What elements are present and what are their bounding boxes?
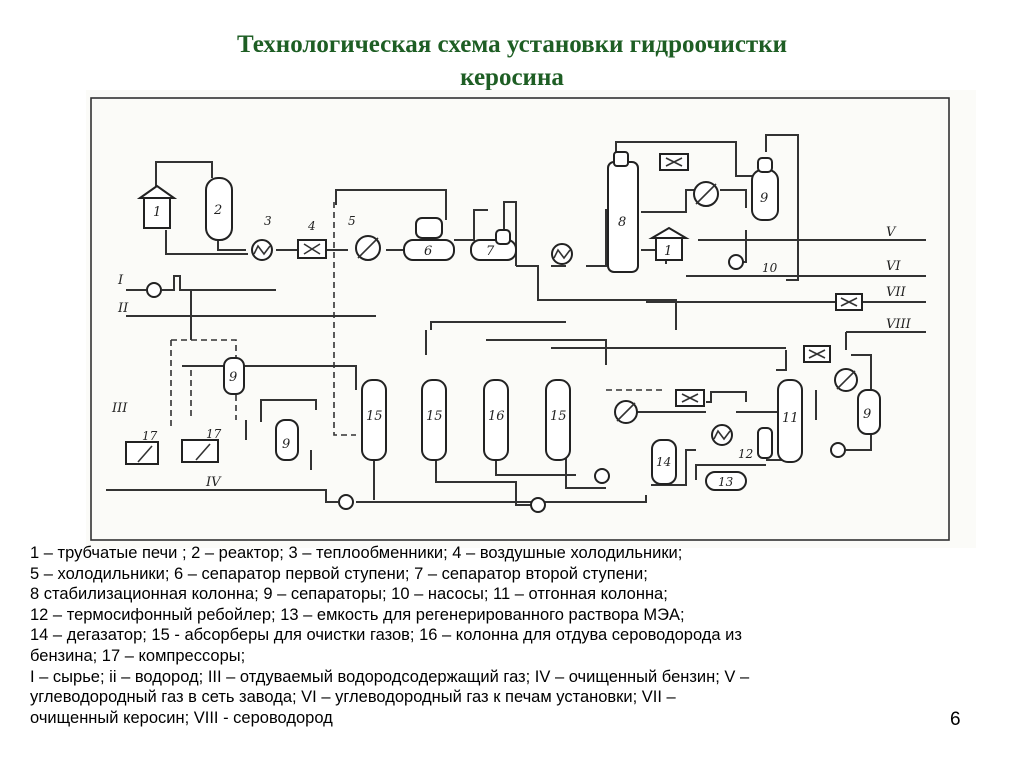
label-compressor-17a: 17 — [142, 429, 158, 443]
label-cooler-4: 4 — [307, 219, 316, 233]
air-cooler-4c — [675, 389, 705, 407]
separator-9c: 9 — [275, 419, 299, 461]
pump-feed — [146, 282, 162, 298]
label-pump-10: 10 — [762, 261, 778, 275]
pump-bottom-mid — [530, 497, 546, 513]
title-line-1: Технологическая схема установки гидроочи… — [236, 31, 788, 58]
stream-label-VII: VII — [886, 285, 907, 300]
label-column-11: 11 — [782, 411, 799, 426]
label-separator-9b: 9 — [229, 370, 237, 385]
stream-label-I: I — [117, 273, 124, 288]
legend-line: бензина; 17 – компрессоры; — [30, 646, 246, 665]
air-cooler-4e — [803, 345, 831, 363]
slide-title: Технологическая схема установки гидроочи… — [0, 28, 1024, 94]
process-flow-diagram: 1 2 3 4 5 6 7 8 — [86, 90, 976, 548]
legend-line: I – сырье; ii – водород; III – отдуваемы… — [30, 667, 750, 686]
label-separator-9c: 9 — [282, 437, 290, 452]
pump-10: 10 — [728, 254, 778, 275]
label-separator-9a: 9 — [760, 191, 768, 206]
label-tank-13: 13 — [718, 475, 734, 489]
pump-mid-right — [594, 468, 610, 484]
label-separator-6: 6 — [424, 244, 432, 259]
cooler-5: 5 — [348, 214, 381, 261]
furnace-1-right: 1 — [648, 226, 690, 261]
stream-label-IV: IV — [205, 475, 222, 490]
cooler-5c — [614, 400, 638, 424]
label-absorber-15a: 15 — [366, 409, 383, 424]
air-cooler-4b — [659, 153, 689, 171]
label-absorber-15b: 15 — [426, 409, 443, 424]
page-number: 6 — [950, 709, 961, 730]
label-cooler-5: 5 — [348, 214, 356, 228]
separator-9a: 9 — [751, 157, 779, 221]
stream-label-II: II — [117, 301, 129, 316]
absorber-15a: 15 — [361, 379, 387, 461]
air-cooler-4d — [835, 293, 863, 311]
stabilizer-column-8: 8 — [607, 151, 639, 273]
label-column-16: 16 — [488, 409, 505, 424]
stream-label-III: III — [111, 401, 128, 416]
diagram-frame — [90, 97, 950, 541]
degasser-14: 14 — [651, 439, 677, 485]
legend: 1 – трубчатые печи ; 2 – реактор; 3 – те… — [30, 543, 990, 728]
cooler-5d — [834, 368, 858, 392]
stripper-column-11: 11 — [777, 379, 803, 463]
flow-diagram-svg: 1 2 3 4 5 6 7 8 — [90, 97, 950, 541]
label-exchanger-3: 3 — [264, 214, 272, 228]
reboiler-12: 12 — [738, 427, 773, 461]
furnace-1-left: 1 — [136, 184, 178, 229]
legend-line: 14 – дегазатор; 15 - абсорберы для очист… — [30, 626, 742, 645]
label-separator-9d: 9 — [863, 407, 871, 422]
legend-line: 5 – холодильники; 6 – сепаратор первой с… — [30, 564, 648, 583]
heat-exchanger-3c — [711, 424, 733, 446]
legend-line: 12 – термосифонный ребойлер; 13 – емкост… — [30, 605, 685, 624]
compressor-17b: 17 — [181, 427, 222, 463]
legend-line: 8 стабилизационная колонна; 9 – сепарато… — [30, 585, 668, 604]
compressor-17a: 17 — [125, 429, 159, 465]
heat-exchanger-3: 3 — [251, 214, 273, 261]
legend-line: 1 – трубчатые печи ; 2 – реактор; 3 – те… — [30, 544, 683, 562]
absorber-15b: 15 — [421, 379, 447, 461]
pump-right — [830, 442, 846, 458]
label-separator-7: 7 — [486, 244, 495, 259]
title-line-2: керосина — [460, 64, 564, 91]
label-furnace-1: 1 — [153, 205, 161, 220]
separator-6: 6 — [403, 217, 455, 261]
label-column-8: 8 — [618, 215, 626, 230]
legend-line: углеводородный газ в сеть завода; VI – у… — [30, 688, 676, 707]
cooler-5b — [693, 181, 719, 207]
label-furnace-1b: 1 — [664, 244, 672, 259]
tank-13: 13 — [705, 471, 747, 491]
separator-9b: 9 — [223, 357, 245, 395]
stream-label-VIII: VIII — [886, 317, 912, 332]
heat-exchanger-3b — [551, 243, 573, 265]
separator-7: 7 — [470, 229, 517, 261]
column-16: 16 — [483, 379, 509, 461]
label-degasser-14: 14 — [656, 455, 671, 469]
dashed-lines — [170, 202, 666, 436]
label-compressor-17b: 17 — [206, 427, 222, 441]
label-reboiler-12: 12 — [738, 447, 753, 461]
stream-label-V: V — [886, 225, 897, 240]
process-lines — [106, 134, 926, 506]
absorber-15c: 15 — [545, 379, 571, 461]
label-reactor-2: 2 — [213, 203, 222, 218]
legend-line: очищенный керосин; VIII - сероводород — [30, 708, 333, 727]
label-absorber-15c: 15 — [550, 409, 567, 424]
stream-label-VI: VI — [886, 259, 901, 274]
pump-bottom-left — [338, 494, 354, 510]
reactor-2: 2 — [205, 177, 233, 241]
separator-9d: 9 — [857, 389, 881, 435]
air-cooler-4: 4 — [297, 219, 327, 259]
